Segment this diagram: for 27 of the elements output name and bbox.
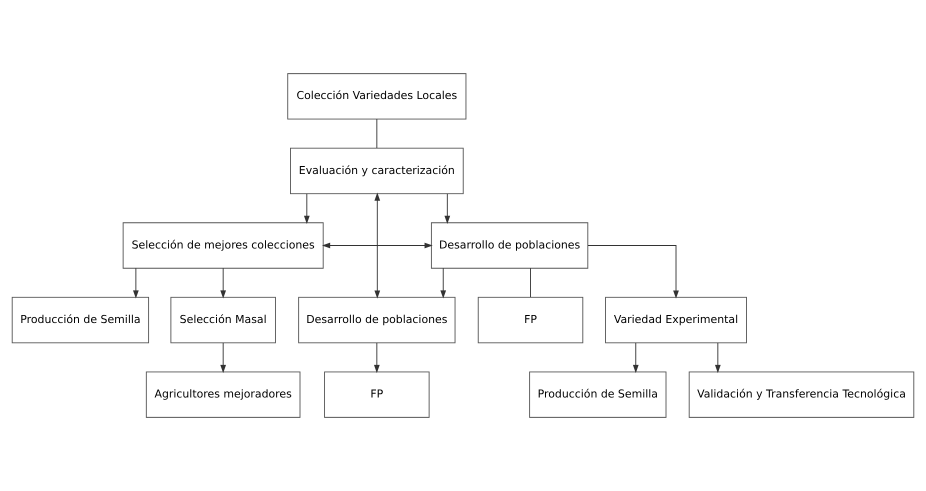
connector: [376, 118, 378, 148]
arrow: [632, 342, 639, 374]
arrow: [322, 242, 433, 248]
arrow: [714, 342, 721, 374]
node-box: Selección Masal: [170, 296, 276, 344]
connector: [530, 268, 531, 298]
arrow: [220, 342, 226, 374]
node-box: Validación y Transferencia Tecnológica: [688, 371, 914, 418]
node-box: Agricultores mejoradores: [146, 371, 300, 418]
node-box: Producción de Semilla: [529, 371, 666, 418]
arrow: [133, 268, 139, 299]
arrow: [440, 268, 446, 299]
arrow: [304, 193, 310, 224]
arrow: [587, 245, 679, 299]
node-box: Variedad Experimental: [605, 296, 747, 344]
arrow: [374, 342, 380, 374]
node-box: Evaluación y caracterización: [290, 148, 464, 194]
node-box: Selección de mejores colecciones: [122, 222, 324, 269]
node-box: Desarrollo de poblaciones: [430, 222, 588, 269]
node-box: FP: [478, 296, 584, 344]
node-box: FP: [324, 371, 430, 418]
arrow: [374, 192, 380, 299]
node-box: Producción de Semilla: [12, 296, 150, 344]
arrow: [220, 268, 226, 299]
node-box: Colección Variedades Locales: [287, 73, 466, 120]
node-box: Desarrollo de poblaciones: [298, 296, 456, 344]
arrow: [444, 193, 450, 224]
